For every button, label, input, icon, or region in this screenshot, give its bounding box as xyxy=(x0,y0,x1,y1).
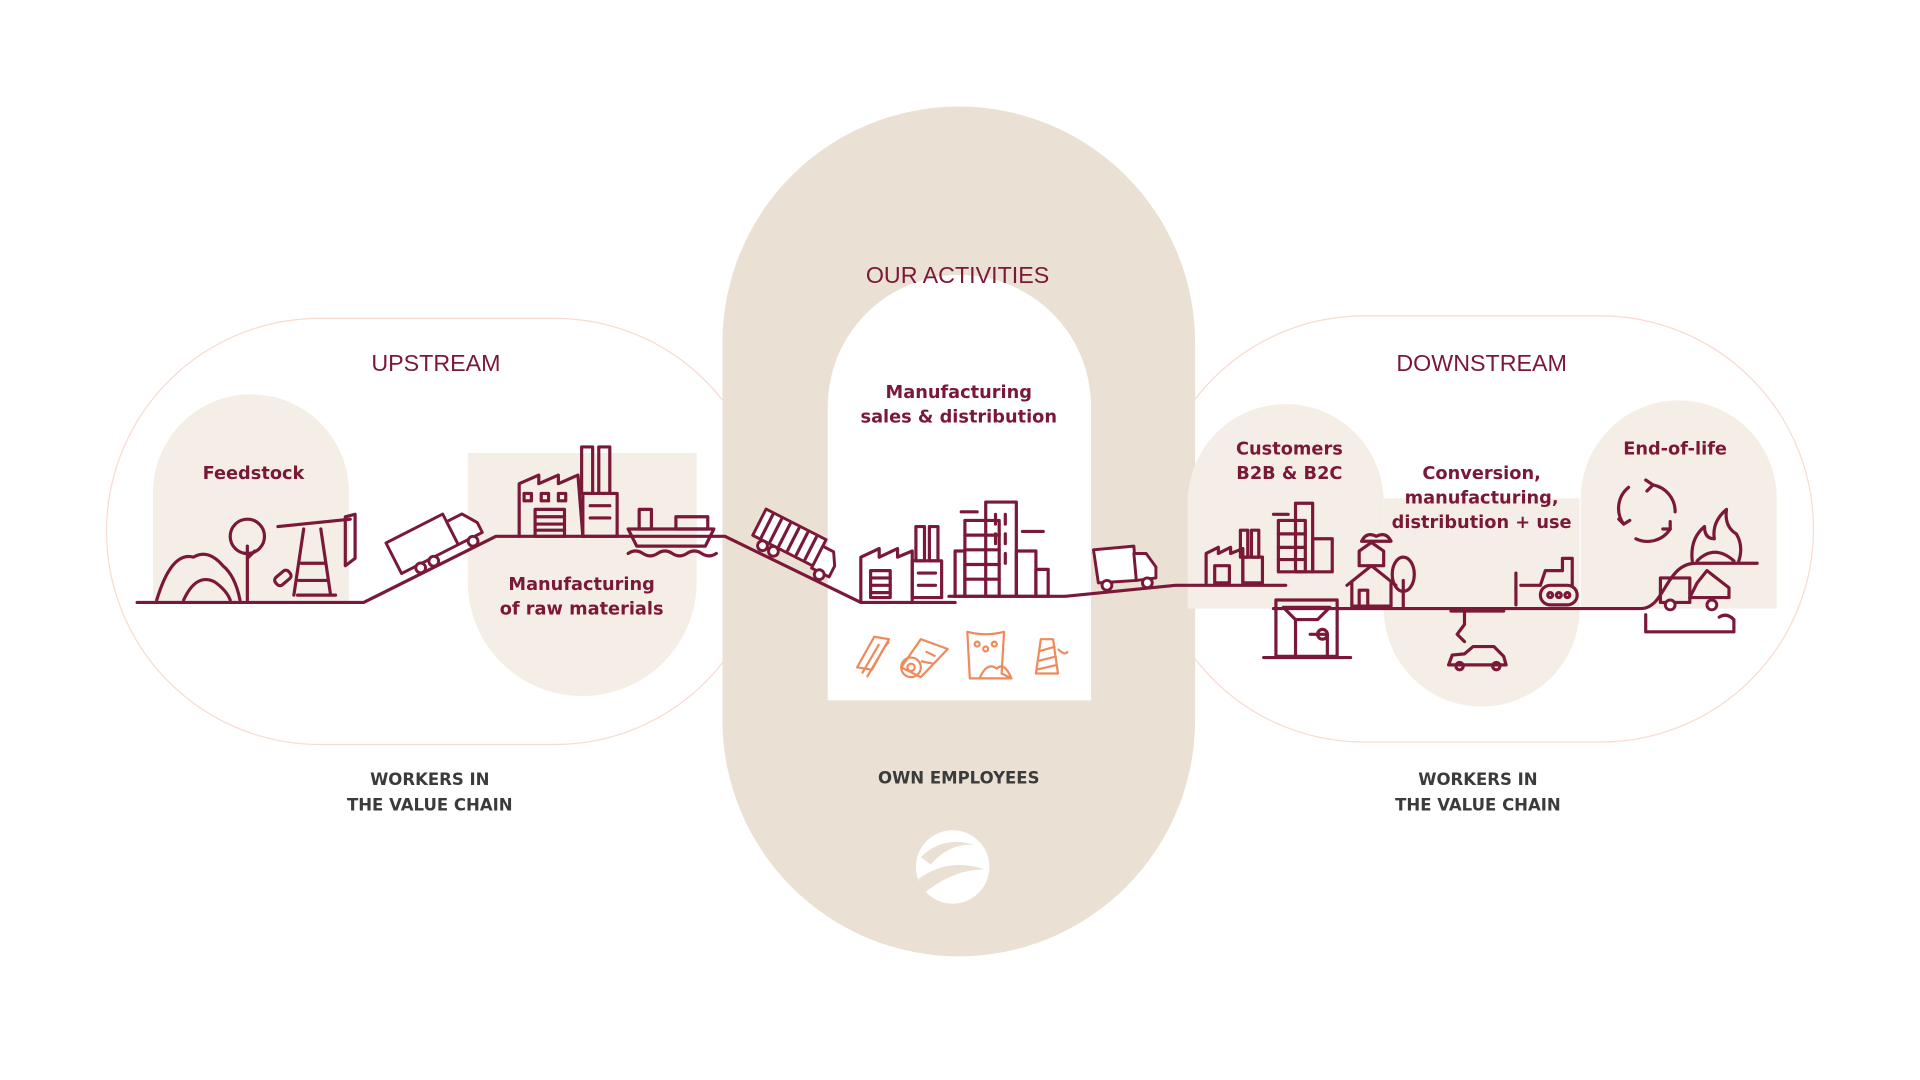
stage-label-end-of-life: End-of-life xyxy=(1623,439,1727,459)
conversion-panel xyxy=(1383,498,1580,707)
container-truck-icon xyxy=(751,507,837,582)
industrial-city-icon xyxy=(1204,501,1334,585)
stage-label-feedstock: Feedstock xyxy=(203,464,306,484)
mounds-icon xyxy=(155,552,242,602)
own-employees-label: OWN EMPLOYEES xyxy=(878,769,1039,788)
feedstock-panel xyxy=(153,394,349,603)
stage-label-raw-materials: of raw materials xyxy=(500,600,664,620)
customers-panel xyxy=(1187,404,1384,609)
downstream-workers-label: THE VALUE CHAIN xyxy=(1395,796,1561,815)
recycle-arrows-icon xyxy=(1616,478,1677,543)
stage-label-conversion: Conversion, xyxy=(1422,464,1540,484)
tree-icon xyxy=(228,517,267,602)
stage-label-conversion: distribution + use xyxy=(1392,513,1572,533)
stage-label-raw-materials: Manufacturing xyxy=(508,575,654,595)
upstream-title: UPSTREAM xyxy=(371,350,500,376)
cargo-ship-icon xyxy=(626,507,718,558)
chemical-sack-icon xyxy=(966,630,1013,680)
stage-label-customers: Customers xyxy=(1236,439,1343,459)
oil-pump-icon xyxy=(273,512,357,597)
shop-kiosk-icon xyxy=(1262,598,1353,660)
wood-planks-icon xyxy=(856,635,891,678)
upstream-workers-label: WORKERS IN xyxy=(370,770,489,789)
dump-truck-icon xyxy=(1644,569,1736,634)
factory-icon xyxy=(517,445,619,538)
stage-label-customers: B2B & B2C xyxy=(1236,464,1342,484)
bulldozer-icon xyxy=(1514,556,1579,607)
downstream-title: DOWNSTREAM xyxy=(1396,350,1567,376)
own-activities-inner-panel xyxy=(827,274,1092,701)
waste-fire-icon xyxy=(1690,507,1743,563)
upstream-workers-label: THE VALUE CHAIN xyxy=(347,796,513,815)
stage-label-conversion: manufacturing, xyxy=(1405,488,1559,508)
robot-arm-car-icon xyxy=(1446,609,1508,672)
textile-roll-icon xyxy=(900,638,949,679)
own-activities-title: OUR ACTIVITIES xyxy=(866,262,1049,288)
yarn-spool-icon xyxy=(1034,638,1069,675)
stage-label-manufacturing: Manufacturing xyxy=(886,383,1032,403)
delivery-van-icon xyxy=(1092,544,1158,592)
house-tree-icon xyxy=(1345,533,1416,608)
company-logo xyxy=(915,830,990,904)
city-buildings-icon xyxy=(953,500,1050,598)
truck-uphill-icon xyxy=(384,512,484,575)
stage-label-manufacturing: sales & distribution xyxy=(861,407,1058,427)
downstream-workers-label: WORKERS IN xyxy=(1418,770,1537,789)
factory-icon xyxy=(859,524,944,602)
